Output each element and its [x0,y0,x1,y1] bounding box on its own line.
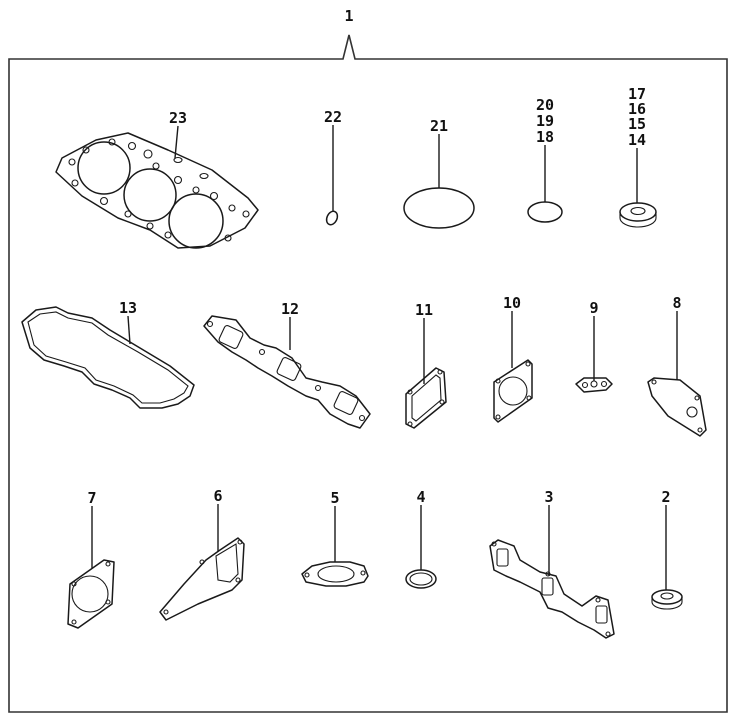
part-12-exhaust-manifold-gasket: 12 [203,300,371,429]
label-1: 1 [344,7,353,25]
label-8: 8 [672,294,681,312]
part-8-pump-cover-gasket: 8 [647,294,707,437]
label-5: 5 [330,489,339,507]
part-4-sealing-ring: 4 [405,488,437,589]
label-3: 3 [544,488,553,506]
kit-frame: 1 [8,7,728,713]
label-12: 12 [281,300,299,318]
part-7-round-flange-gasket: 7 [67,489,115,629]
label-14: 14 [628,131,646,149]
label-23: 23 [169,109,187,127]
part-13-rocker-cover-gasket: 13 [21,299,195,409]
part-6-timing-cover-gasket: 6 [159,487,245,621]
label-2: 2 [661,488,670,506]
label-17: 17 [628,85,646,103]
part-9-small-gasket: 9 [575,299,613,393]
label-15: 15 [628,115,646,133]
label-20: 20 [536,96,554,114]
label-7: 7 [87,489,96,507]
label-6: 6 [213,487,222,505]
label-22: 22 [324,108,342,126]
label-16: 16 [628,100,646,118]
part-3-intake-manifold-gasket: 3 [489,488,615,639]
label-21: 21 [430,117,448,135]
part-18-19-20-o-ring: 20 19 18 [527,96,563,223]
label-9: 9 [589,299,598,317]
part-23-cylinder-head-gasket: 23 [55,109,259,249]
part-21-large-o-ring: 21 [403,117,475,229]
part-10-thermostat-gasket: 10 [493,294,533,423]
label-11: 11 [415,301,433,319]
label-4: 4 [416,488,425,506]
part-14-17-washer-seal: 17 16 15 14 [619,85,657,228]
label-18: 18 [536,128,554,146]
part-2-washer: 2 [651,488,683,610]
label-10: 10 [503,294,521,312]
part-5-flange-gasket: 5 [301,489,369,587]
part-22-small-o-ring: 22 [324,108,342,226]
part-11-square-flange-gasket: 11 [405,301,447,429]
label-19: 19 [536,112,554,130]
label-13: 13 [119,299,137,317]
